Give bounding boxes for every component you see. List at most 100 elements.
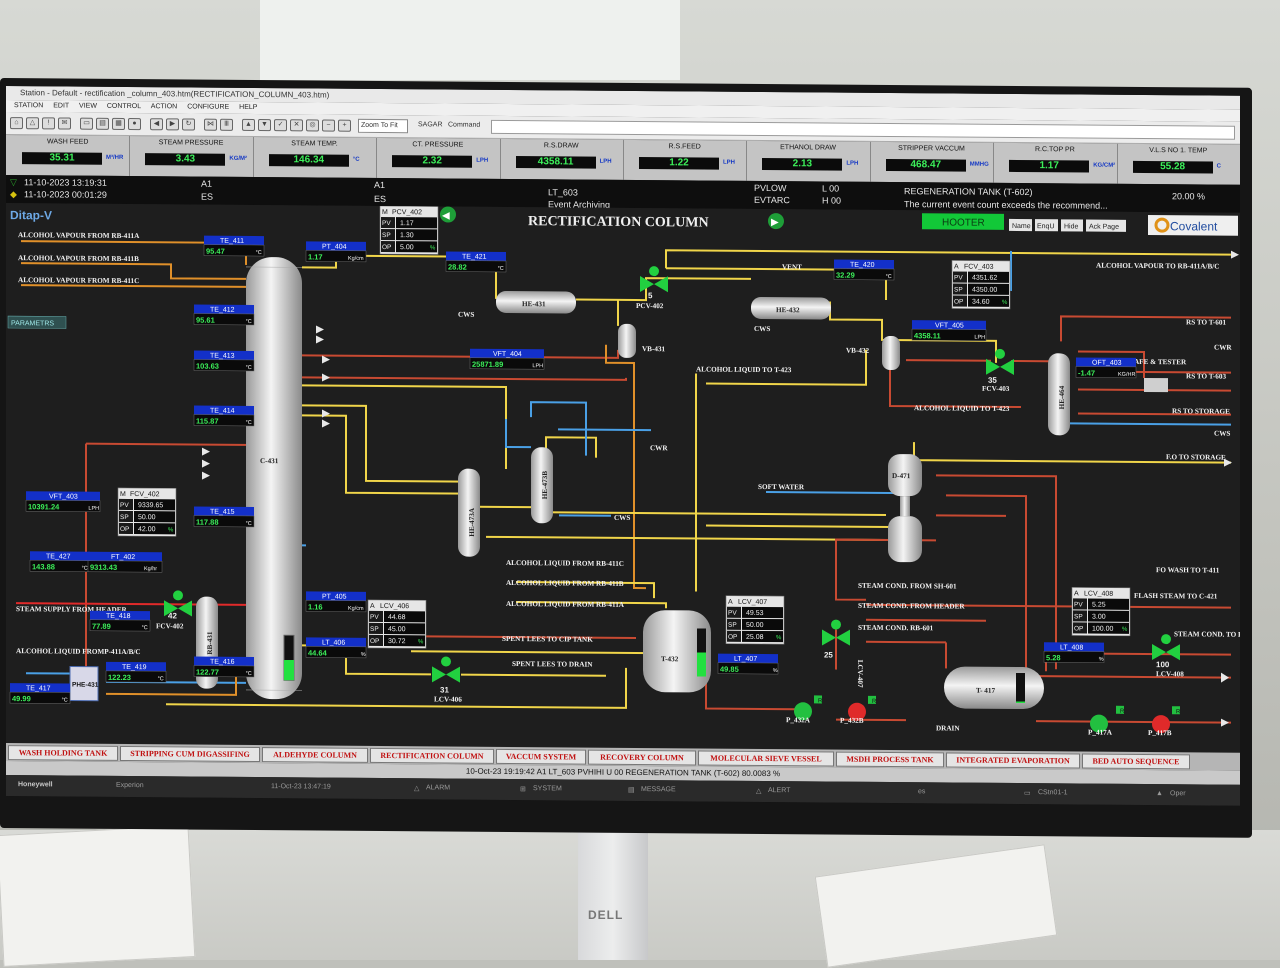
nav-button-6[interactable]: MOLECULAR SIEVE VESSEL xyxy=(698,750,834,766)
bell-icon[interactable]: ! xyxy=(42,117,55,129)
ack-icon[interactable]: ✓ xyxy=(274,119,287,131)
header-value[interactable]: 55.28 xyxy=(1133,161,1213,174)
header-label: R.S.FEED xyxy=(623,143,746,151)
tag-unit: °C xyxy=(246,521,252,527)
header-value[interactable]: 468.47 xyxy=(886,159,966,172)
status-alert[interactable]: ALERT xyxy=(768,787,790,794)
detail-icon[interactable]: Ⅲ xyxy=(220,119,233,131)
header-value[interactable]: 35.31 xyxy=(22,152,102,165)
back-icon[interactable]: ◀ xyxy=(150,118,163,130)
menu-action[interactable]: ACTION xyxy=(151,103,177,110)
zoom-select[interactable]: Zoom To Fit xyxy=(358,119,408,133)
header-value[interactable]: 1.22 xyxy=(639,157,719,170)
header-value[interactable]: 3.43 xyxy=(145,153,225,166)
faceplate-sp-label: SP xyxy=(728,622,737,629)
vessel-vb432[interactable] xyxy=(882,336,900,370)
faceplate-icon[interactable]: ⋈ xyxy=(204,119,217,131)
alarm-icon[interactable]: △ xyxy=(26,117,39,129)
command-input[interactable] xyxy=(491,120,1235,140)
display-icon[interactable]: ▭ xyxy=(80,118,93,130)
fcv403-valve[interactable] xyxy=(986,349,1014,375)
lower-icon[interactable]: ▼ xyxy=(258,119,271,131)
refresh-icon[interactable]: ↻ xyxy=(182,118,195,130)
nav-button-3[interactable]: RECTIFICATION COLUMN xyxy=(370,748,494,764)
header-label: R.C.TOP PR xyxy=(993,146,1116,154)
header-value[interactable]: 1.17 xyxy=(1009,160,1089,173)
nav-button-4[interactable]: VACCUM SYSTEM xyxy=(496,749,586,765)
vb431-label: VB-431 xyxy=(642,345,666,353)
status-message[interactable]: MESSAGE xyxy=(641,786,676,793)
status-system[interactable]: SYSTEM xyxy=(533,785,562,792)
trend-icon[interactable]: ▤ xyxy=(96,118,109,130)
nav-button-0[interactable]: WASH HOLDING TANK xyxy=(8,745,118,761)
forward-icon[interactable]: ▶ xyxy=(166,118,179,130)
header-value[interactable]: 2.13 xyxy=(762,158,842,171)
stop-icon[interactable]: ◎ xyxy=(306,119,319,131)
nav-button-1[interactable]: STRIPPING CUM DIGASSIFING xyxy=(120,746,260,762)
faceplate-mode: A xyxy=(954,263,959,270)
menu-view[interactable]: VIEW xyxy=(79,103,97,110)
nav-button-5[interactable]: RECOVERY COLUMN xyxy=(588,750,696,766)
menu-configure[interactable]: CONFIGURE xyxy=(187,103,229,110)
nav-button-7[interactable]: MSDH PROCESS TANK xyxy=(836,752,944,768)
zoom-out-icon[interactable]: − xyxy=(322,120,335,132)
header-value[interactable]: 146.34 xyxy=(269,154,349,167)
message-icon[interactable]: ✉ xyxy=(58,117,71,129)
p417b-run-indicator: R xyxy=(1176,709,1181,715)
header-unit: C xyxy=(1217,164,1221,170)
status-alarm[interactable]: ALARM xyxy=(426,784,450,791)
menu-control[interactable]: CONTROL xyxy=(107,103,141,110)
cancel-icon[interactable]: ✕ xyxy=(290,119,303,131)
drum-d471-bottom[interactable] xyxy=(888,516,922,562)
group-icon[interactable]: ▦ xyxy=(112,118,125,130)
header-value[interactable]: 4358.11 xyxy=(516,156,596,169)
faceplate-pv-label: PV xyxy=(370,614,379,621)
c431-label: C-431 xyxy=(260,457,279,465)
alarm-row1-time: 11-10-2023 13:19:31 xyxy=(24,177,107,188)
menu-help[interactable]: HELP xyxy=(239,104,257,111)
vessel-vb431[interactable] xyxy=(618,324,636,358)
tag-name: VFT_405 xyxy=(935,322,964,329)
info-icon[interactable]: ● xyxy=(128,118,141,130)
raise-icon[interactable]: ▲ xyxy=(242,119,255,131)
nav-button-2[interactable]: ALDEHYDE COLUMN xyxy=(262,747,368,763)
nav-button-8[interactable]: INTEGRATED EVAPORATION xyxy=(946,752,1080,768)
zoom-in-icon[interactable]: + xyxy=(338,120,351,132)
menu-station[interactable]: STATION xyxy=(14,102,43,109)
header-value[interactable]: 2.32 xyxy=(392,155,472,168)
menu-edit[interactable]: EDIT xyxy=(53,102,69,109)
lcv406-valve[interactable] xyxy=(432,656,460,682)
p417a-run-indicator: R xyxy=(1120,709,1125,715)
nav-button-9[interactable]: BED AUTO SEQUENCE xyxy=(1082,753,1190,769)
column-c431[interactable] xyxy=(246,257,302,699)
home-icon[interactable]: ⌂ xyxy=(10,117,23,129)
